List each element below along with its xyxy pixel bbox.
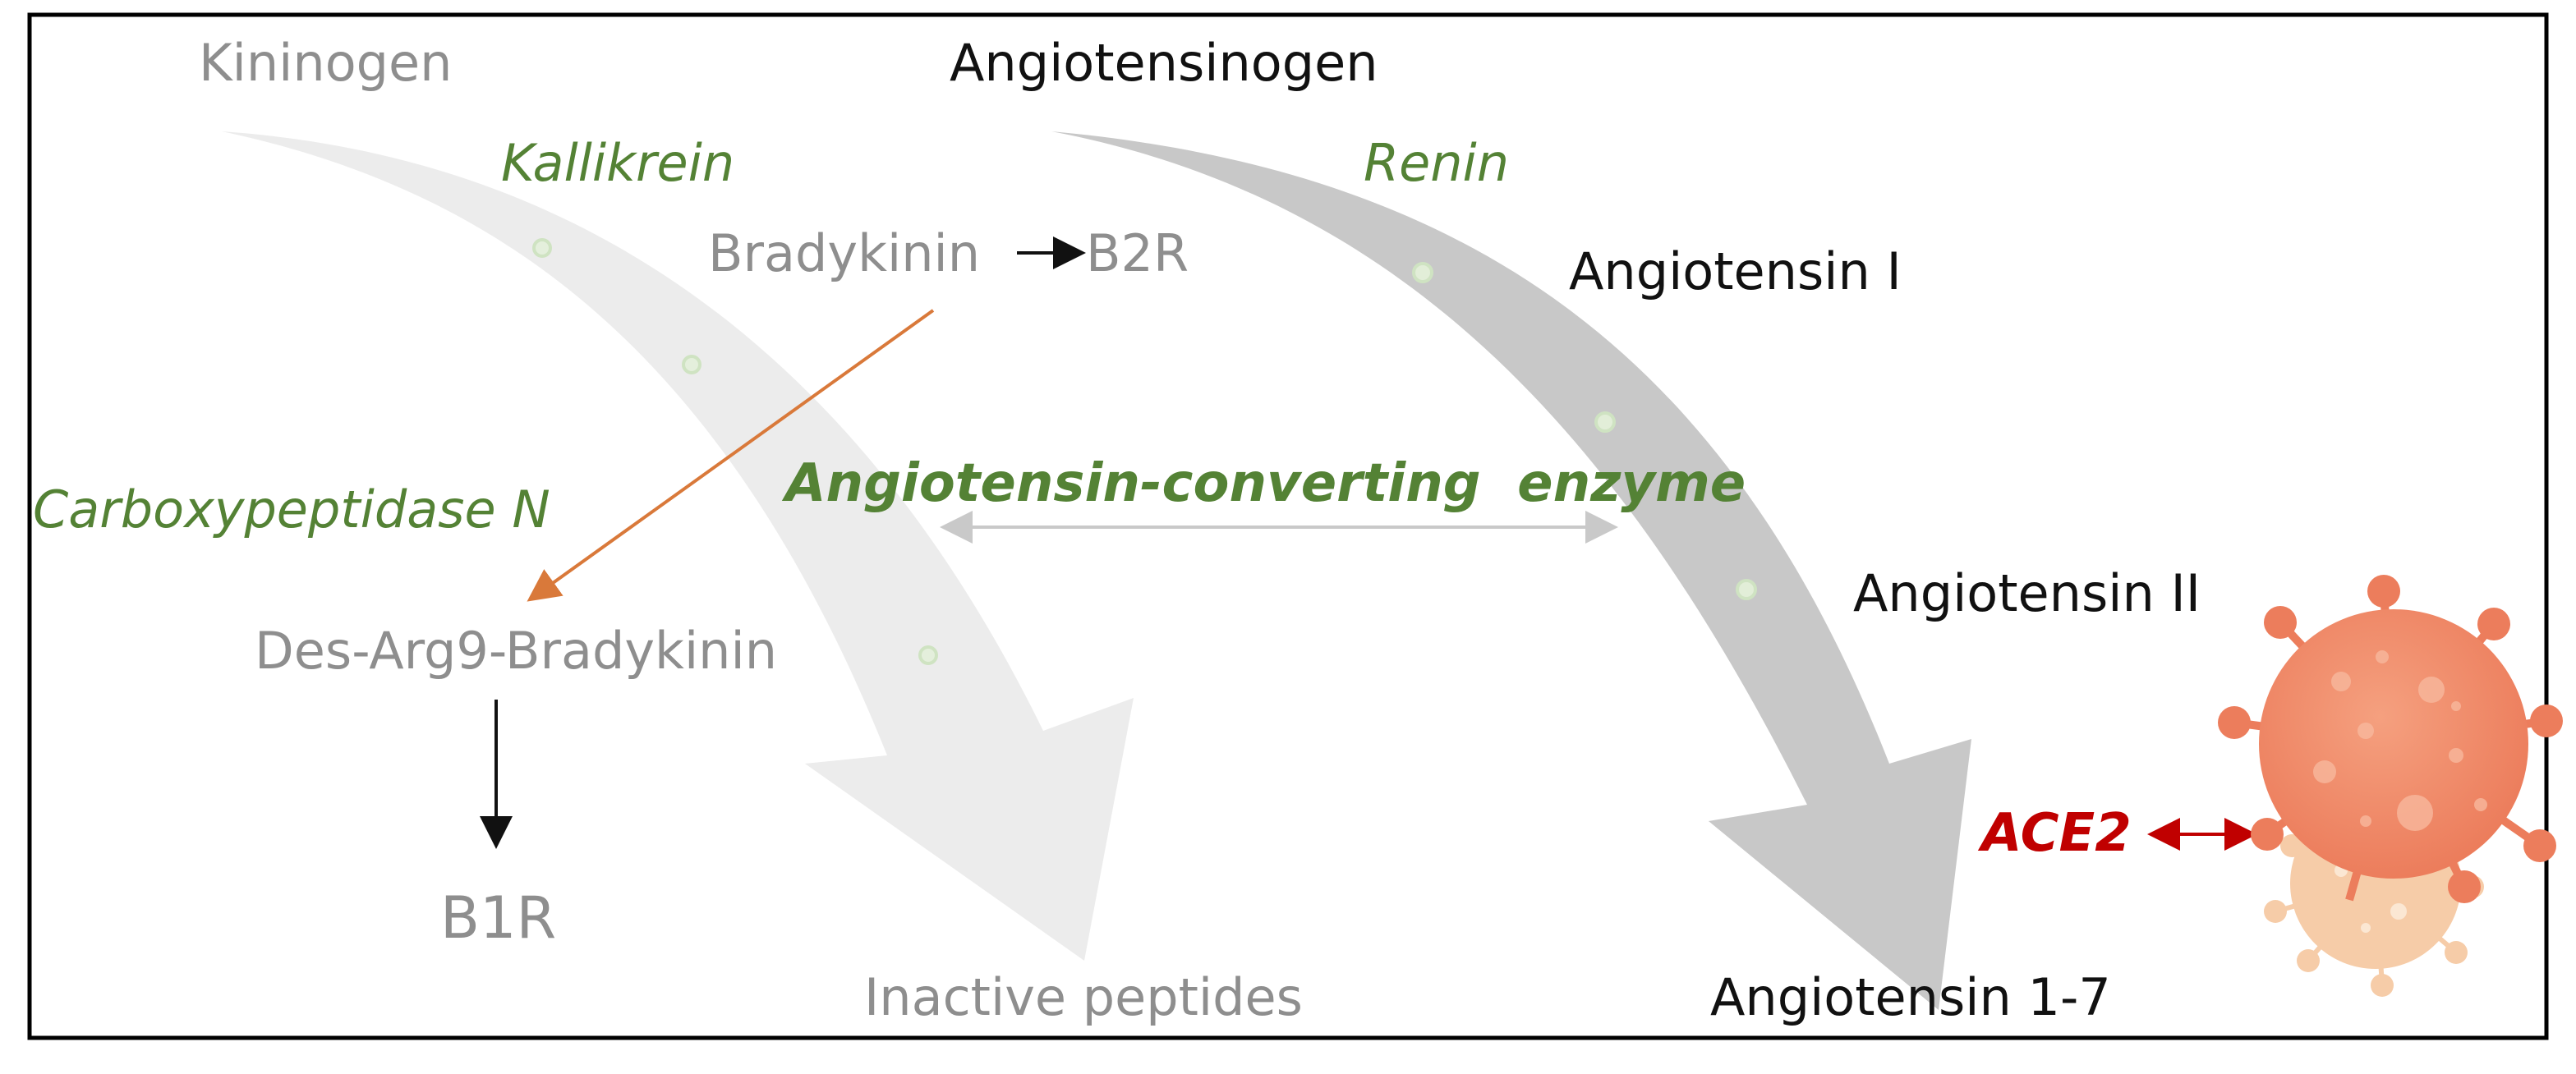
ace2-label: ACE2	[1977, 803, 2132, 864]
bradykinin-label: Bradykinin	[708, 223, 980, 283]
angiotensin-1-label: Angiotensin I	[1569, 241, 1902, 301]
ace-label: Angiotensin-converting enzyme	[781, 453, 1746, 514]
b2r-label: B2R	[1086, 223, 1189, 283]
angiotensin-1-7-label: Angiotensin 1-7	[1710, 967, 2111, 1027]
angiotensinogen-label: Angiotensinogen	[950, 33, 1378, 93]
renin-label: Renin	[1364, 133, 1509, 193]
angiotensin-2-label: Angiotensin II	[1853, 563, 2201, 623]
virus-icon	[2218, 575, 2563, 997]
kinin-arrow-dots	[532, 238, 938, 665]
kininogen-label: Kininogen	[199, 33, 452, 93]
carboxypeptidase-label: Carboxypeptidase N	[33, 480, 550, 539]
kallikrein-label: Kallikrein	[501, 133, 734, 193]
kinin-curved-arrow	[222, 131, 1134, 961]
large-virus-icon	[2218, 575, 2563, 903]
inactive-peptides-label: Inactive peptides	[864, 967, 1303, 1027]
ras-curved-arrow	[1051, 131, 1971, 1010]
ras-arrow-dots	[1412, 262, 1757, 600]
bradykinin-to-desarg-arrow	[527, 309, 935, 602]
des-arg9-label: Des-Arg9-Bradykinin	[255, 621, 777, 681]
b1r-label: B1R	[440, 884, 556, 952]
